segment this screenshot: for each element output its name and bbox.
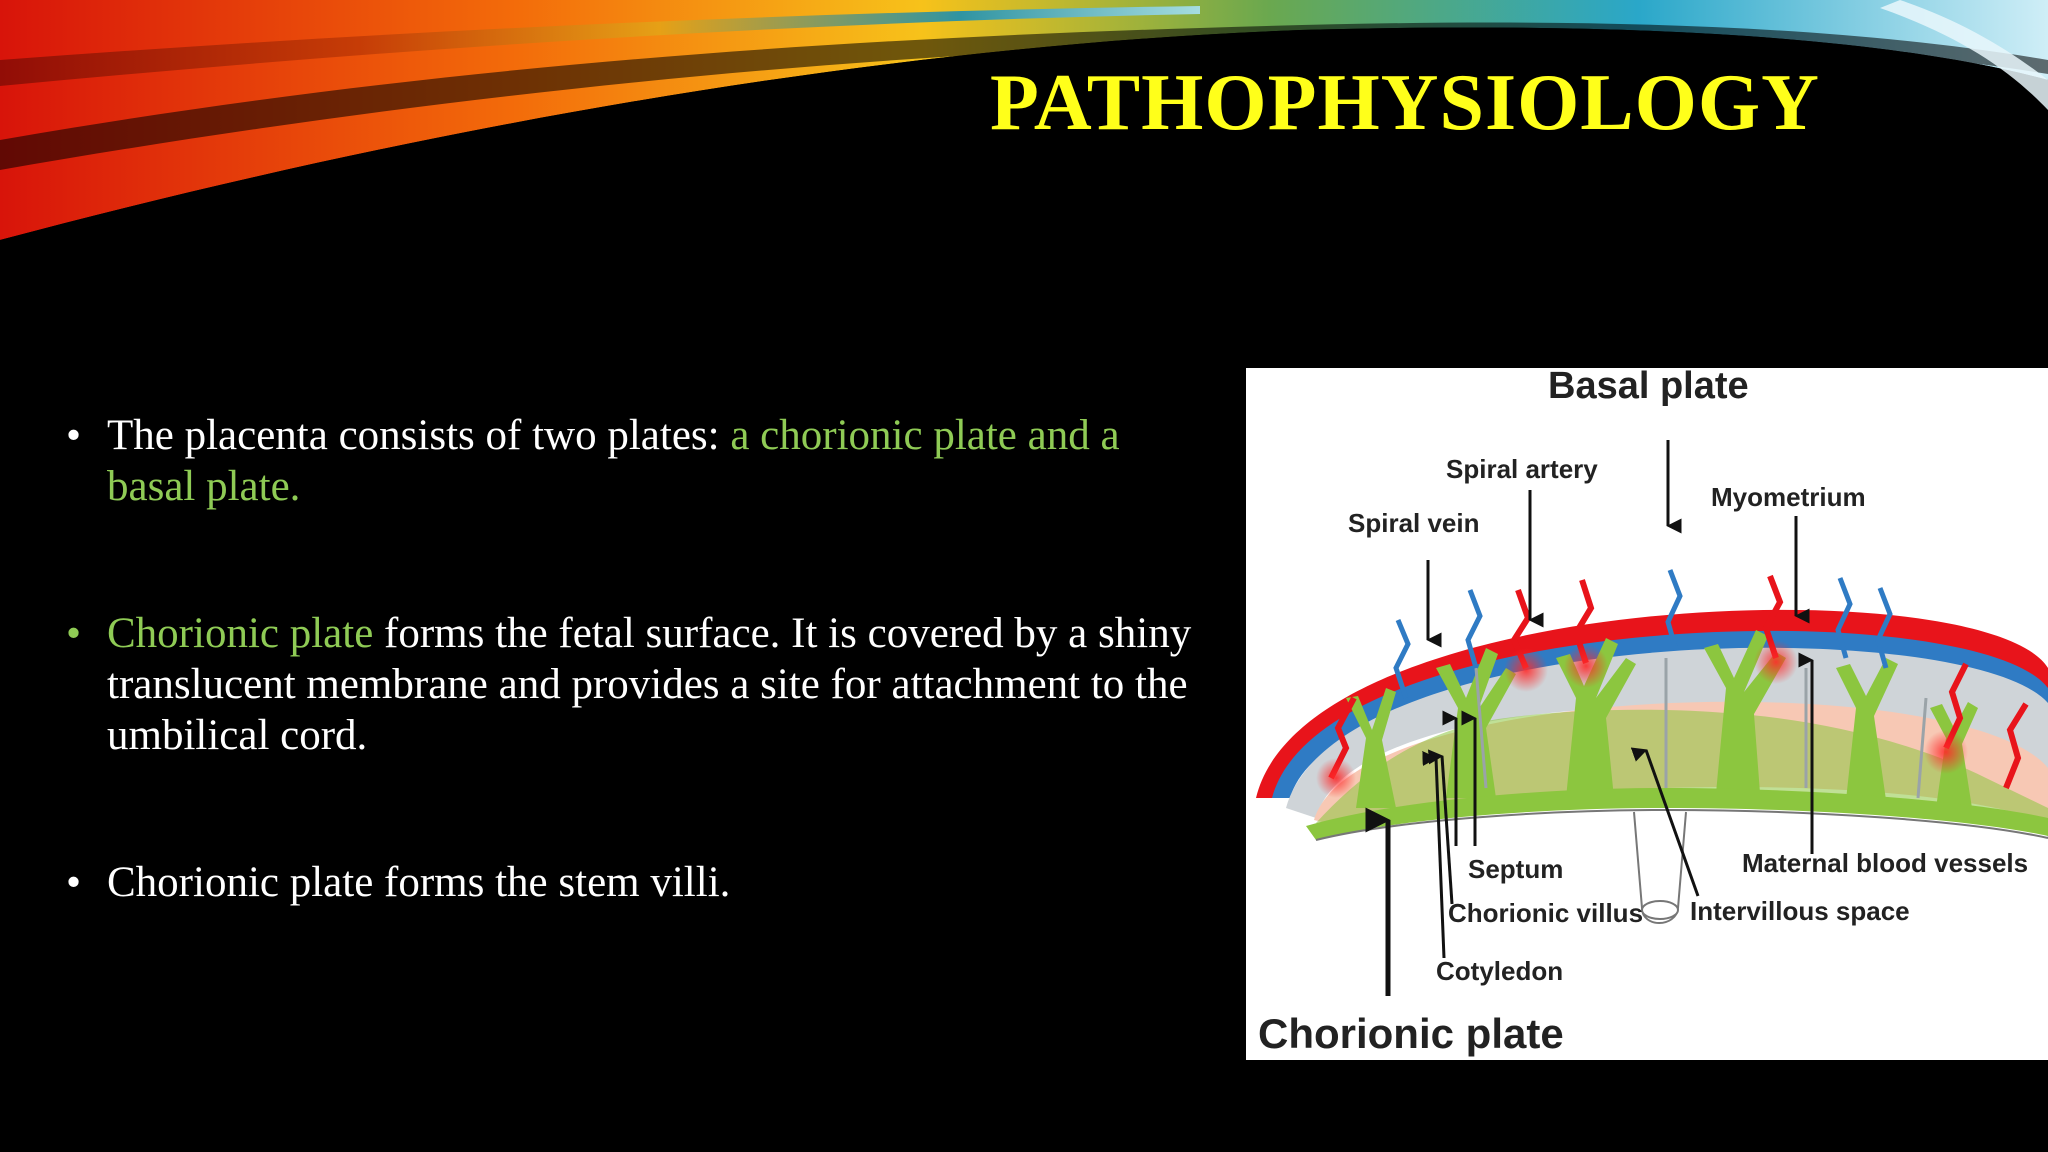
bullet-item-plates: • The placenta consists of two plates: a…	[66, 410, 1196, 512]
placenta-diagram: Basal plate Spiral artery Myometrium Spi…	[1246, 368, 2048, 1060]
slide-title: PATHOPHYSIOLOGY	[990, 59, 1820, 147]
placenta-diagram-svg: Basal plate Spiral artery Myometrium Spi…	[1256, 368, 2048, 1057]
label-spiral-vein: Spiral vein	[1348, 508, 1480, 538]
label-cotyledon: Cotyledon	[1436, 956, 1563, 986]
bullet-text: Chorionic plate forms the stem villi.	[107, 859, 731, 906]
label-chorionic-plate: Chorionic plate	[1258, 1010, 1564, 1057]
label-pointers	[1365, 440, 1814, 996]
bullet-text: The placenta consists of two plates:	[107, 412, 731, 459]
spiral-veins	[1393, 569, 1893, 699]
bullet-text: forms the fetal surface. It is covered b…	[107, 610, 1192, 759]
bullet-text-highlight: a chorionic plate and a basal plate.	[107, 412, 1120, 510]
label-intervillous-space: Intervillous space	[1690, 896, 1910, 926]
label-basal-plate: Basal plate	[1548, 368, 1749, 407]
label-myometrium: Myometrium	[1711, 482, 1866, 512]
blood-flow-glows	[1316, 640, 1968, 798]
bullet-marker: •	[66, 610, 82, 657]
bullet-item-chorionic-plate: • Chorionic plate forms the fetal surfac…	[66, 608, 1196, 761]
septa	[1474, 658, 1928, 799]
decorative-swoosh-banner	[0, 0, 2048, 260]
label-chorionic-villus: Chorionic villus	[1448, 898, 1643, 928]
bullet-text-highlight: Chorionic plate	[107, 610, 374, 657]
bullet-item-stem-villi: • Chorionic plate forms the stem villi.	[66, 857, 1196, 908]
bullet-marker: •	[66, 412, 82, 459]
bullet-marker: •	[66, 859, 82, 906]
bullet-list: • The placenta consists of two plates: a…	[66, 410, 1196, 1004]
label-maternal-blood-vessels: Maternal blood vessels	[1742, 848, 2028, 878]
label-spiral-artery: Spiral artery	[1446, 454, 1598, 484]
chorionic-plate-band	[1306, 788, 2048, 840]
label-septum: Septum	[1468, 854, 1563, 884]
